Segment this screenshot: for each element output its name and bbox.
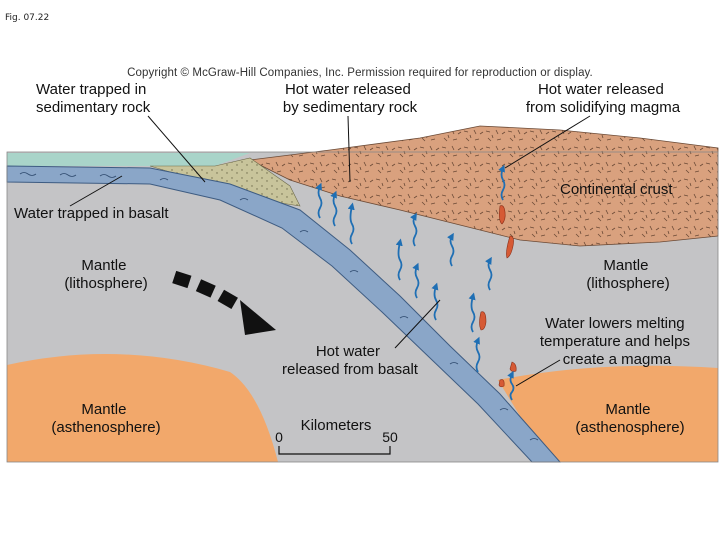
label-hot-water-magma: Hot water released from solidifying magm… (526, 81, 681, 116)
label-hot-water-sedimentary: Hot water released by sedimentary rock (283, 81, 418, 116)
scale-max-label: 50 (382, 429, 398, 445)
ocean-region (7, 153, 250, 166)
label-water-lowers-melting: Water lowers melting temperature and hel… (540, 315, 694, 368)
label-water-basalt: Water trapped in basalt (14, 205, 169, 222)
scale-min-label: 0 (275, 429, 283, 445)
label-continental-crust: Continental crust (560, 181, 673, 198)
scale-title: Kilometers (301, 417, 372, 434)
magma-blob (499, 380, 504, 387)
label-water-sedimentary: Water trapped in sedimentary rock (36, 81, 151, 116)
